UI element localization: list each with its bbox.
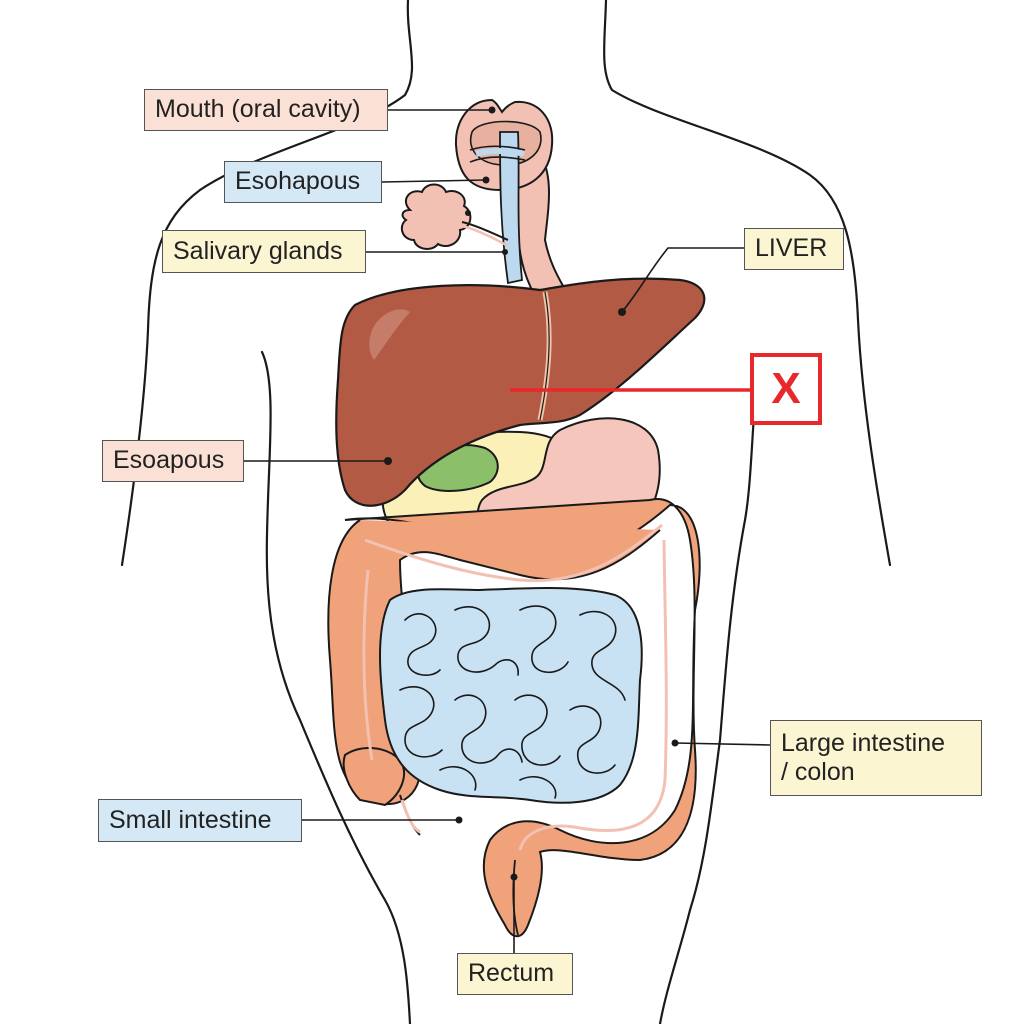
label-rectum: Rectum xyxy=(457,953,573,995)
salivary-glands xyxy=(400,183,509,250)
label-salivary-glands: Salivary glands xyxy=(162,230,366,273)
label-stomach: Esoapous xyxy=(102,440,244,482)
label-large-intestine-line2: / colon xyxy=(781,758,855,786)
label-small-intestine: Small intestine xyxy=(98,799,302,842)
label-liver-text: LIVER xyxy=(755,234,828,263)
small-intestine xyxy=(379,586,643,824)
label-rectum-text: Rectum xyxy=(468,959,555,988)
label-esophagus: Esohapous xyxy=(224,161,382,203)
marker-text: X xyxy=(771,364,801,413)
leader-large-intestine xyxy=(674,742,771,746)
label-stomach-text: Esoapous xyxy=(113,446,225,475)
liver xyxy=(335,277,706,507)
label-liver: LIVER xyxy=(744,228,844,270)
body-outline xyxy=(120,0,892,1024)
leader-esophagus xyxy=(381,179,487,183)
leader-lines xyxy=(244,109,771,956)
label-mouth: Mouth (oral cavity) xyxy=(144,89,388,131)
label-large-intestine-line1: Large intestine xyxy=(781,728,946,757)
leader-liver xyxy=(621,247,744,313)
label-large-intestine: Large intestine / colon xyxy=(770,720,982,796)
label-salivary-glands-text: Salivary glands xyxy=(173,236,343,265)
close-x-icon[interactable]: X xyxy=(750,353,822,425)
label-small-intestine-text: Small intestine xyxy=(109,805,272,834)
label-esophagus-text: Esohapous xyxy=(235,167,361,196)
label-mouth-text: Mouth (oral cavity) xyxy=(155,95,361,124)
